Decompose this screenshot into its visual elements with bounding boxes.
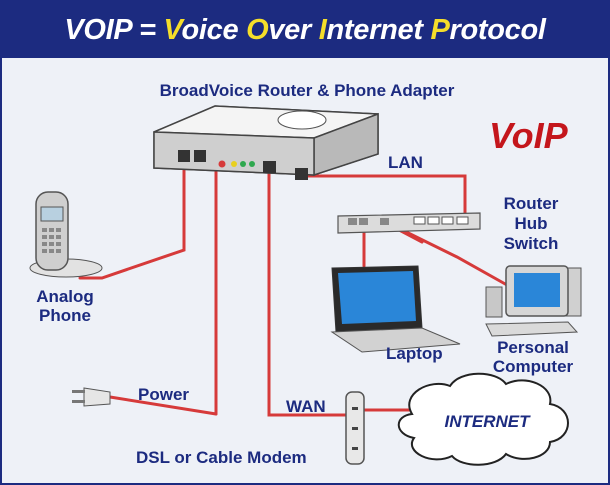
cable-lan <box>300 174 467 220</box>
laptop-icon <box>330 265 461 353</box>
wan-label: WAN <box>286 397 326 416</box>
voip-brand-text: VoIP <box>489 115 568 156</box>
hub-label-line2: Hub <box>514 214 548 233</box>
laptop-label: Laptop <box>386 344 443 363</box>
title-highlight-o: O <box>246 14 269 46</box>
hub-label-line1: Router <box>503 194 559 213</box>
desktop-computer-icon <box>485 265 582 337</box>
hub-label-line3: Switch <box>503 234 559 253</box>
power-label: Power <box>138 385 190 404</box>
cable-wan <box>267 165 349 417</box>
power-plug-icon <box>72 387 111 407</box>
cable-phone <box>78 160 186 280</box>
internet-cloud-icon <box>397 372 569 466</box>
cable-power-plug <box>108 395 218 416</box>
pc-label-line1: Personal <box>497 338 569 357</box>
lan-label: LAN <box>388 153 423 172</box>
cables <box>78 160 509 417</box>
analog-phone-label: Analog Phone <box>20 287 110 325</box>
hub-label: Router Hub Switch <box>486 194 576 254</box>
analog-phone-icon <box>29 191 103 278</box>
analog-phone-label-line1: Analog <box>36 287 94 306</box>
title-highlight-i: I <box>318 14 327 46</box>
title-highlight-p: P <box>430 14 450 46</box>
cable-hub-pc <box>388 222 509 287</box>
hub-switch-icon <box>337 212 481 234</box>
pc-label-line2: Computer <box>492 357 574 376</box>
modem-label: DSL or Cable Modem <box>136 448 307 467</box>
router-adapter-icon <box>153 105 379 180</box>
internet-label: INTERNET <box>444 412 530 431</box>
modem-icon <box>345 391 365 465</box>
router-adapter-label: BroadVoice Router & Phone Adapter <box>159 81 455 100</box>
analog-phone-label-line2: Phone <box>39 306 91 325</box>
title-highlight-v: V <box>163 14 182 46</box>
page-title: VOIP = Voice Over Internet Protocol <box>2 2 608 58</box>
pc-label: Personal Computer <box>478 338 588 376</box>
